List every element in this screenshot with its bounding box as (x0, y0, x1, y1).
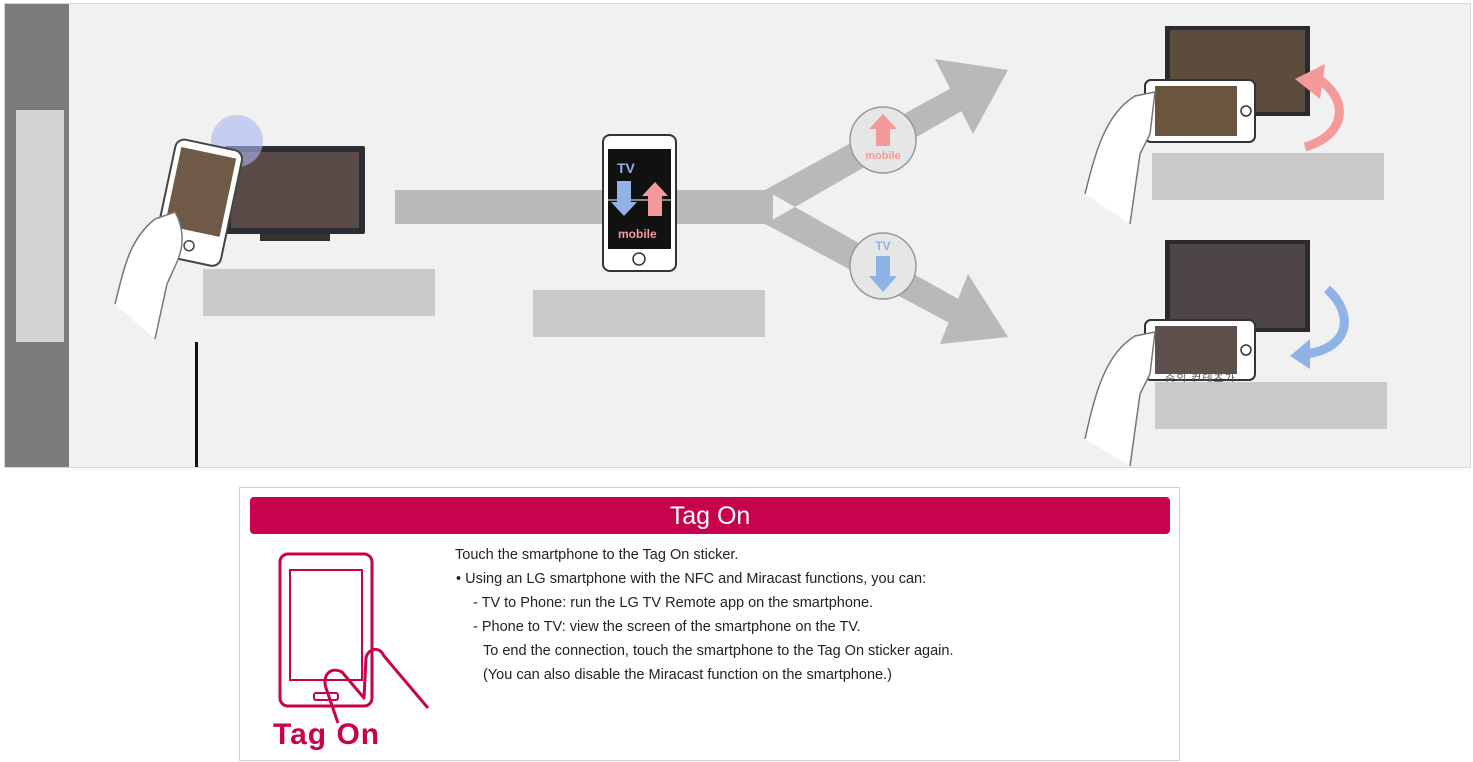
center-phone: TV mobile (603, 135, 676, 271)
caption-placeholder-top-right (1152, 153, 1384, 200)
caption-placeholder-left (203, 269, 435, 316)
hand-icon (115, 212, 182, 339)
bullet-text: • Using an LG smartphone with the NFC an… (455, 567, 1155, 591)
tv-badge-label: TV (875, 239, 890, 253)
tag-on-illustration (268, 548, 438, 728)
tag-on-diagram: TV mobile mobile TV (4, 3, 1471, 468)
hand-top-icon (1085, 92, 1155, 224)
tag-on-card: Tag On Tag On Touch the smartphone to th… (239, 487, 1180, 761)
mobile-direction-badge: mobile (850, 107, 916, 173)
card-description: Touch the smartphone to the Tag On stick… (455, 543, 1155, 687)
rotate-arrow-blue-icon (1305, 289, 1344, 354)
phone-to-tv-text: - Phone to TV: view the screen of the sm… (455, 615, 1155, 639)
center-phone-tv-label: TV (617, 160, 636, 176)
tv-direction-badge: TV (850, 233, 916, 299)
caption-placeholder-center (533, 290, 765, 337)
tv-to-phone-scene (1085, 240, 1344, 466)
pointer-line (195, 342, 198, 468)
hand-bottom-icon (1085, 332, 1155, 466)
tag-on-logo: Tag On (273, 718, 380, 752)
tv-stand (260, 234, 330, 241)
card-title: Tag On (250, 497, 1170, 534)
hand-outline-icon (325, 649, 428, 723)
end-connection-text: To end the connection, touch the smartph… (455, 639, 1155, 663)
tv-to-phone-text: - TV to Phone: run the LG TV Remote app … (455, 591, 1155, 615)
mobile-badge-label: mobile (865, 150, 900, 162)
caption-placeholder-bottom-right (1155, 382, 1387, 429)
main-flow-bar (395, 190, 773, 224)
miracast-note-text: (You can also disable the Miracast funct… (455, 663, 1155, 687)
center-phone-mobile-label: mobile (618, 227, 657, 241)
intro-text: Touch the smartphone to the Tag On stick… (455, 543, 1155, 567)
